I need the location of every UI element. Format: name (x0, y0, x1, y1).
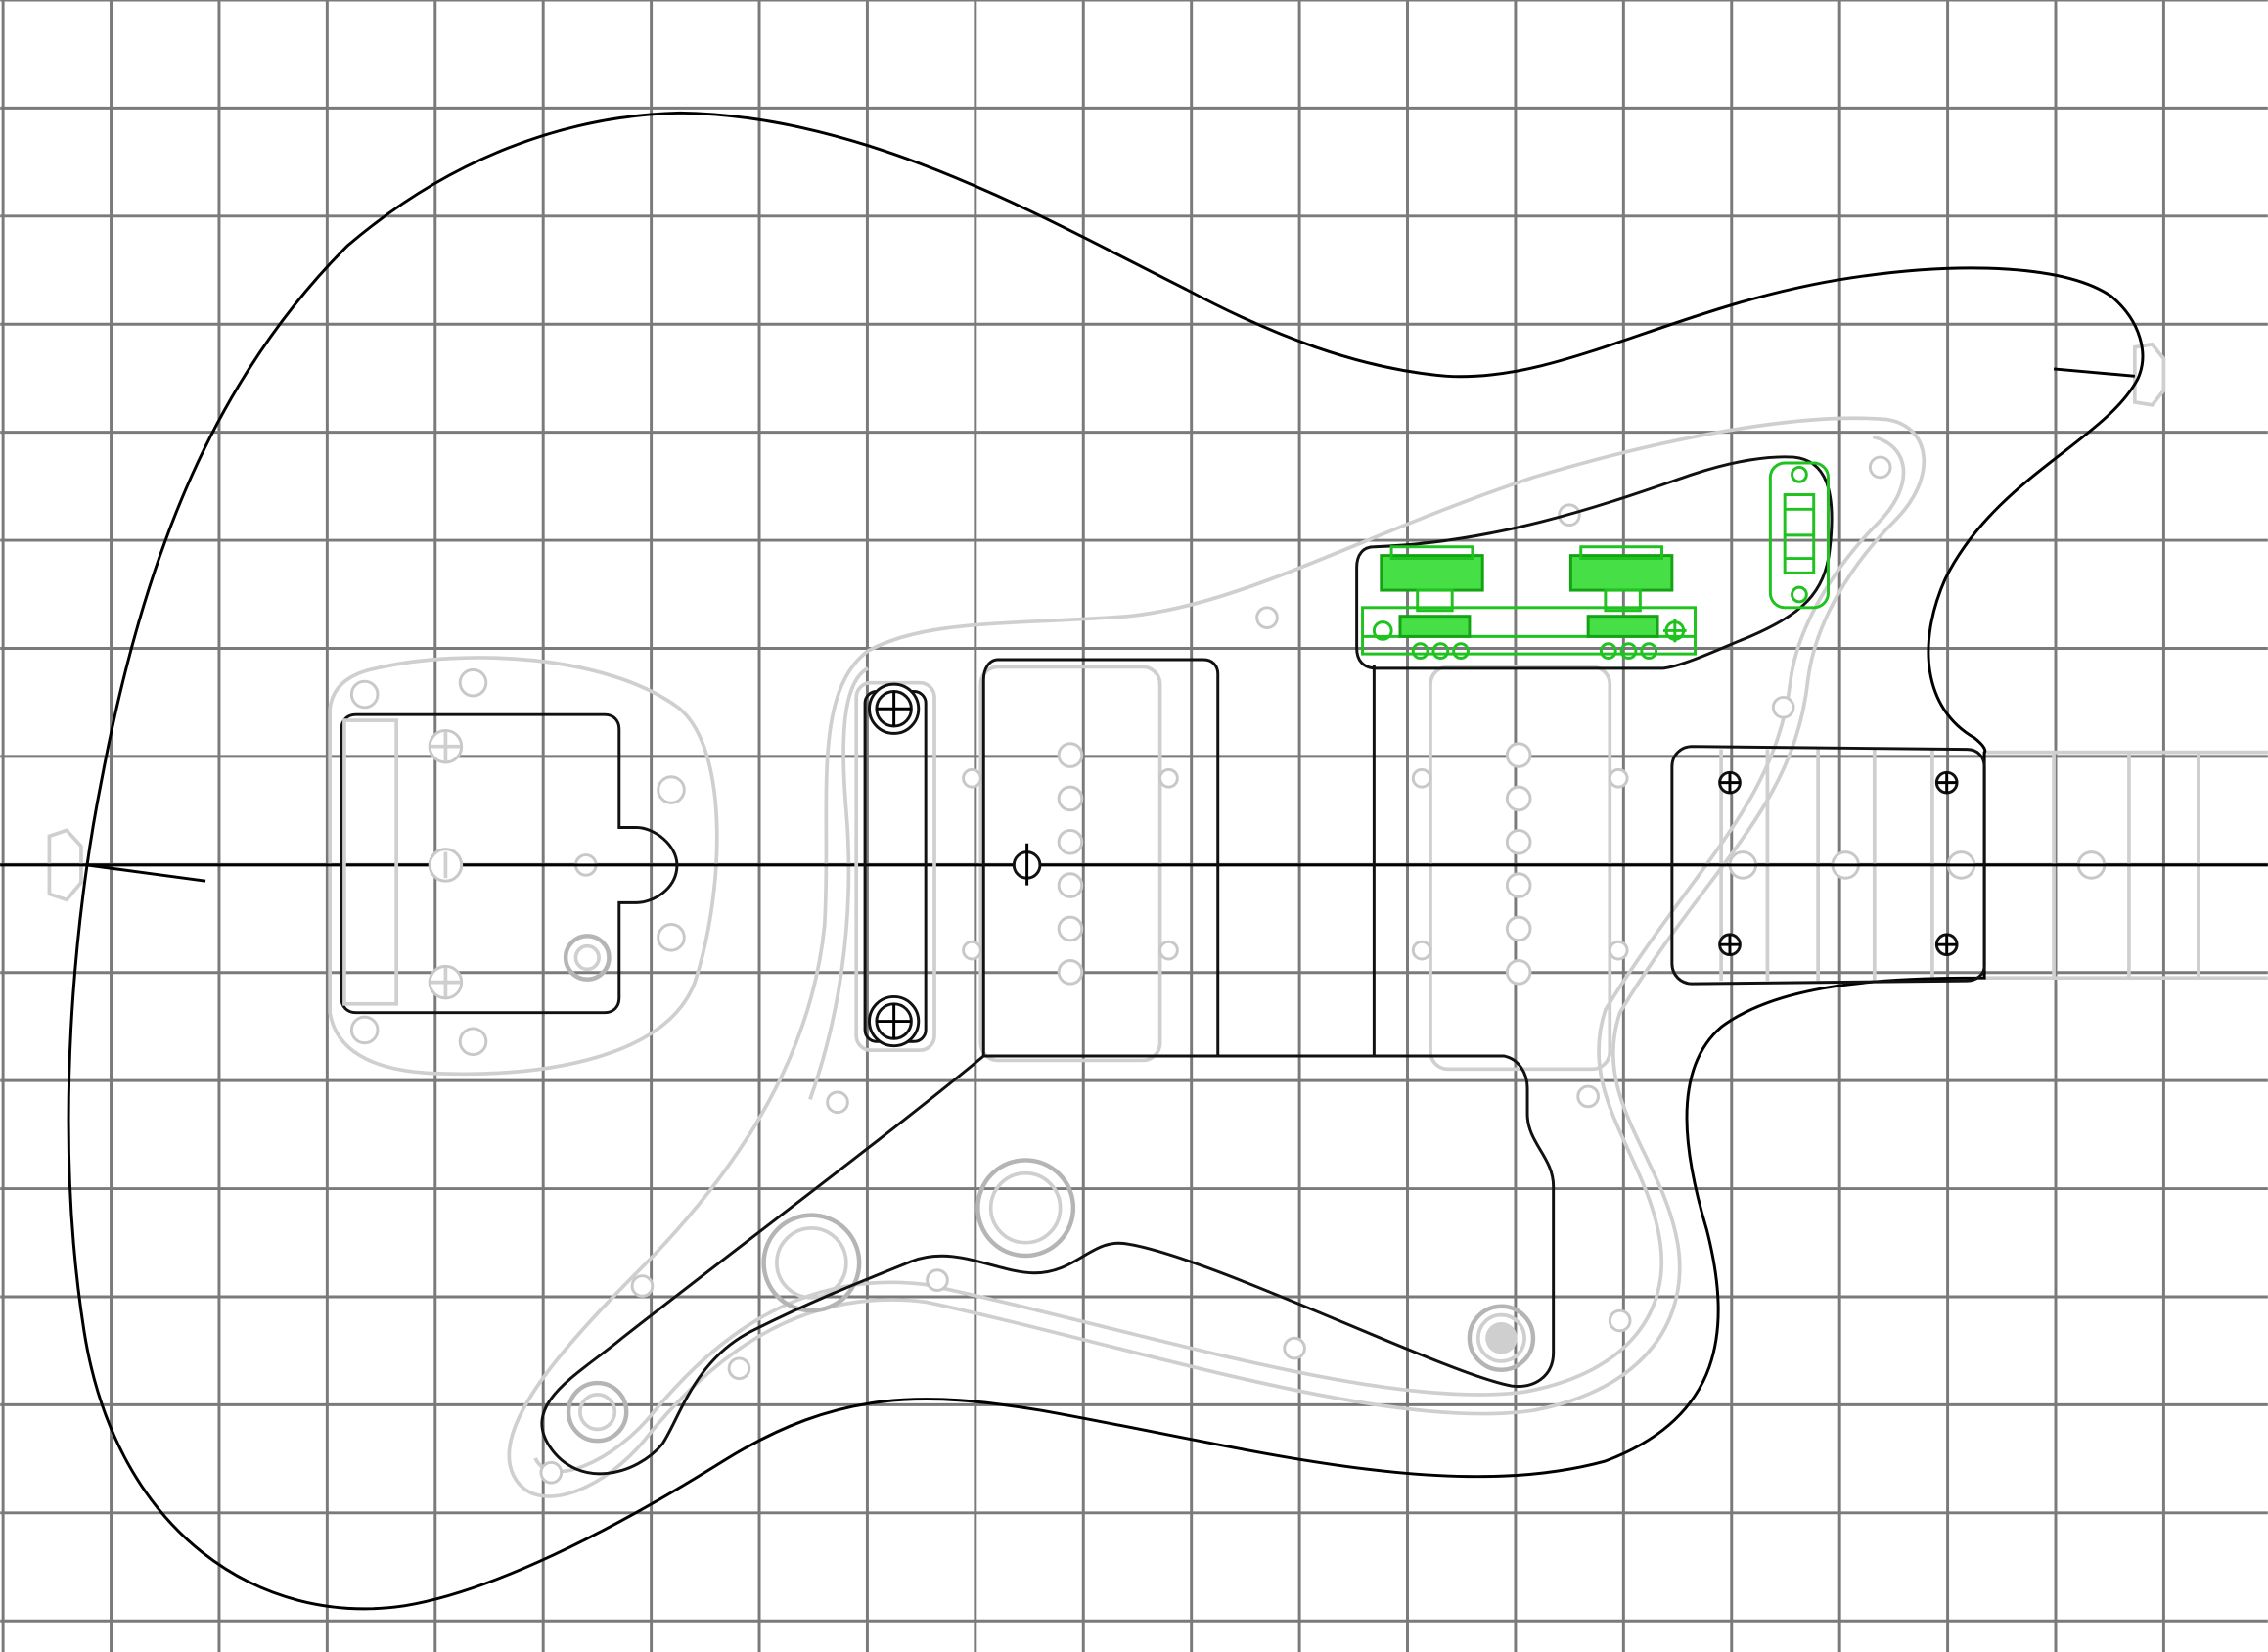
pickup-covers (962, 665, 1629, 1072)
neck-screw-3 (1718, 933, 1742, 957)
rhythm-circuit-plate (1355, 455, 1834, 670)
neck-screw-2 (1934, 770, 1959, 795)
neck-pickup-poles (1505, 742, 1532, 986)
neck-pocket (1670, 745, 1986, 986)
neck-screw-4 (1934, 933, 1959, 957)
guitar-body-outline (0, 111, 2268, 1611)
bridge-post-bottom (868, 994, 921, 1048)
bridge-post-plate (854, 680, 936, 1052)
bridge-pickup-poles (1057, 742, 1084, 986)
pickup-cavity-route (540, 658, 1556, 1476)
neck-screw-1 (1718, 770, 1742, 795)
bridge-post-top (868, 682, 921, 735)
pickguard (507, 416, 1927, 1498)
bridge-center-mark (1012, 843, 1042, 886)
output-jack (566, 1304, 1536, 1444)
strap-buttons (47, 342, 2166, 902)
tremolo-cavity (340, 712, 679, 1015)
